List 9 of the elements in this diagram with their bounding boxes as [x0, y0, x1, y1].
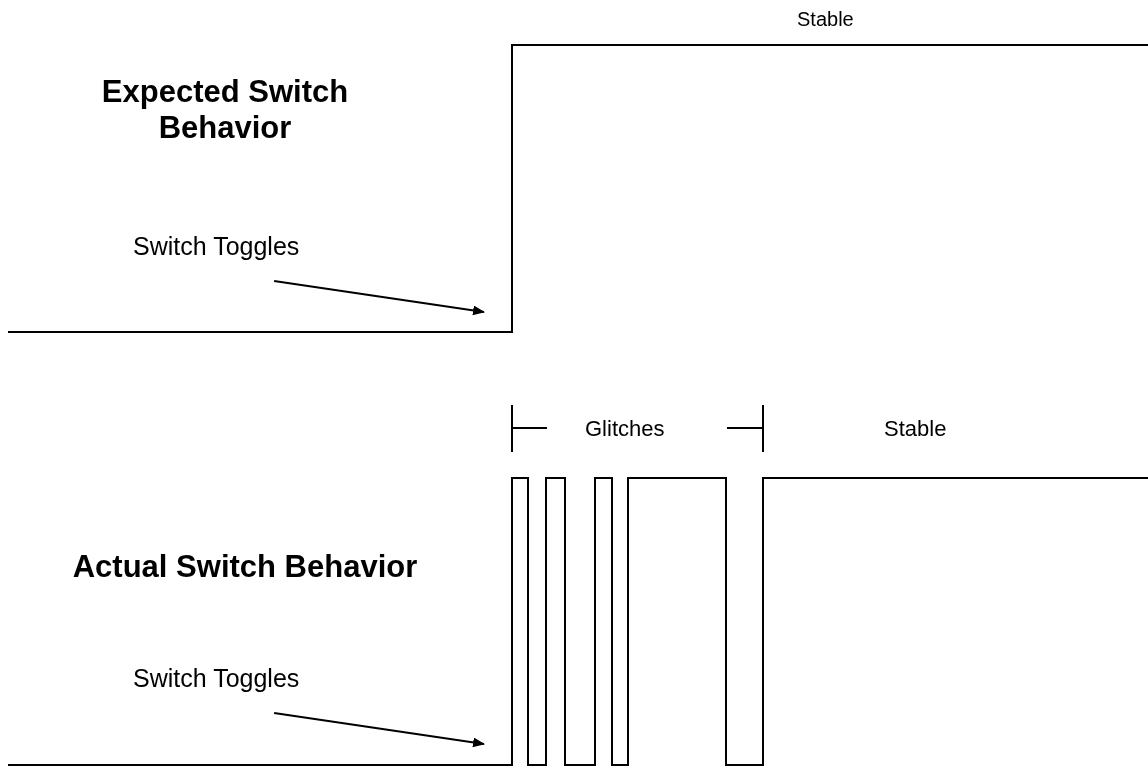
annotation-text: Switch Toggles	[133, 664, 300, 693]
arrow	[273, 712, 485, 748]
signal-label: Stable	[884, 416, 947, 442]
annotation-text: Switch Toggles	[133, 232, 300, 261]
arrow	[273, 280, 485, 316]
signal-label: Glitches	[585, 416, 665, 442]
panel-heading: Expected Switch Behavior	[100, 74, 350, 146]
signal-label: Stable	[797, 8, 854, 31]
panel-heading: Actual Switch Behavior	[71, 549, 419, 585]
